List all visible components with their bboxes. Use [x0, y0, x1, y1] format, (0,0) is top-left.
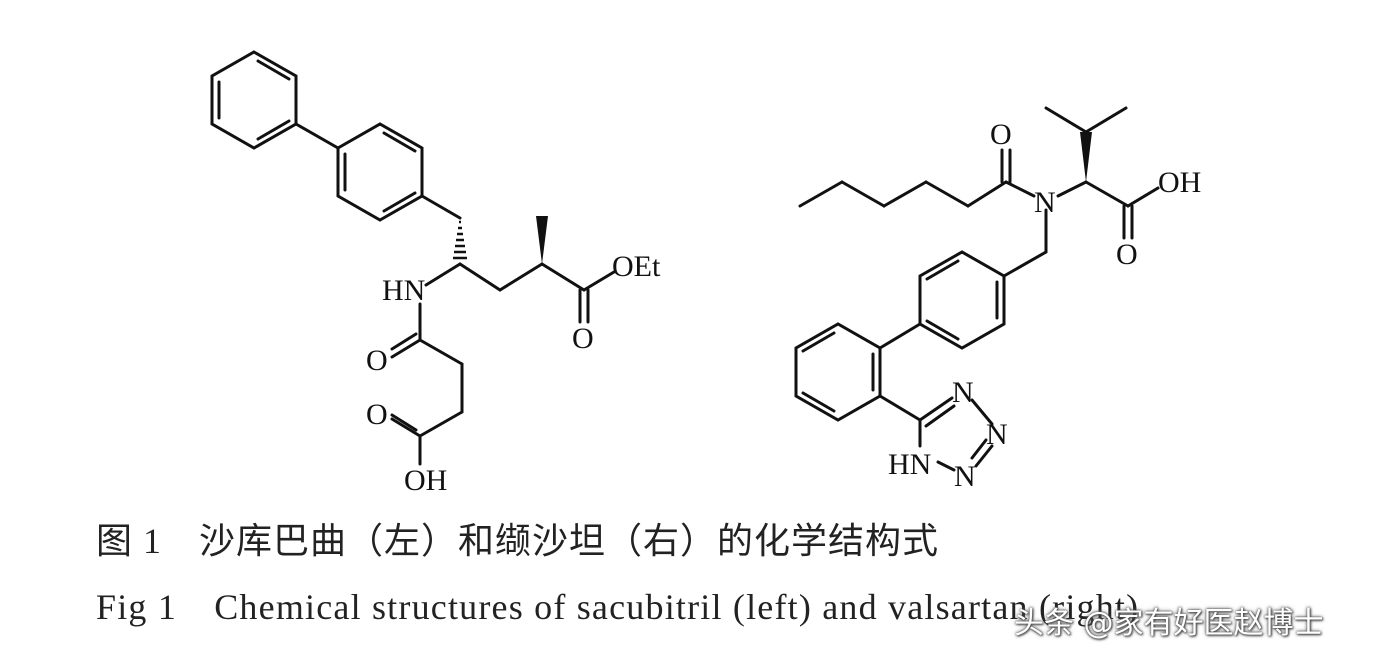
- caption-english: Fig 1 Chemical structures of sacubitril …: [96, 587, 1140, 627]
- sacubitril-acid-oxygen-label: O: [366, 398, 388, 431]
- valsartan-nitrogen-label: N: [1034, 186, 1056, 219]
- sacubitril-hydroxyl-label: OH: [404, 464, 447, 497]
- sacubitril-ester-oxygen-label: O: [572, 322, 594, 355]
- tetrazole-hn-label: HN: [888, 448, 931, 481]
- valsartan-ortho-phenylene-ring: [794, 322, 882, 422]
- sacubitril-amide-oxygen-label: O: [366, 344, 388, 377]
- valsartan-acid-oxygen-label: O: [1116, 238, 1138, 271]
- sacubitril-phenyl-ring: [210, 50, 298, 150]
- valsartan-phenylene-ring: [918, 250, 1006, 350]
- sacubitril-methyl-wedge: [536, 216, 548, 264]
- tetrazole-n1-label: N: [952, 376, 974, 409]
- chemical-structures-figure: HN OEt O O O OH: [210, 50, 1201, 497]
- sacubitril-hashed-bond: [453, 220, 467, 260]
- sacubitril-biaryl-bond: [294, 122, 340, 150]
- valsartan-structure: O N OH O N N N HN: [794, 106, 1201, 493]
- tetrazole-n3-label: N: [954, 460, 976, 493]
- valsartan-tetrazole-ring: [918, 396, 994, 472]
- sacubitril-phenylene-ring: [336, 122, 424, 222]
- sacubitril-hn-label: HN: [382, 274, 425, 307]
- valsartan-isopropyl-wedge: [1080, 132, 1092, 182]
- valsartan-amide-oxygen-label: O: [990, 118, 1012, 151]
- valsartan-hydroxyl-label: OH: [1158, 166, 1201, 199]
- caption-chinese: 图 1 沙库巴曲（左）和缬沙坦（右）的化学结构式: [96, 521, 940, 561]
- sacubitril-oet-label: OEt: [612, 250, 661, 283]
- watermark: 头条 @家有好医赵博士: [1014, 606, 1324, 641]
- tetrazole-n2-label: N: [986, 418, 1008, 451]
- sacubitril-structure: HN OEt O O O OH: [210, 50, 661, 497]
